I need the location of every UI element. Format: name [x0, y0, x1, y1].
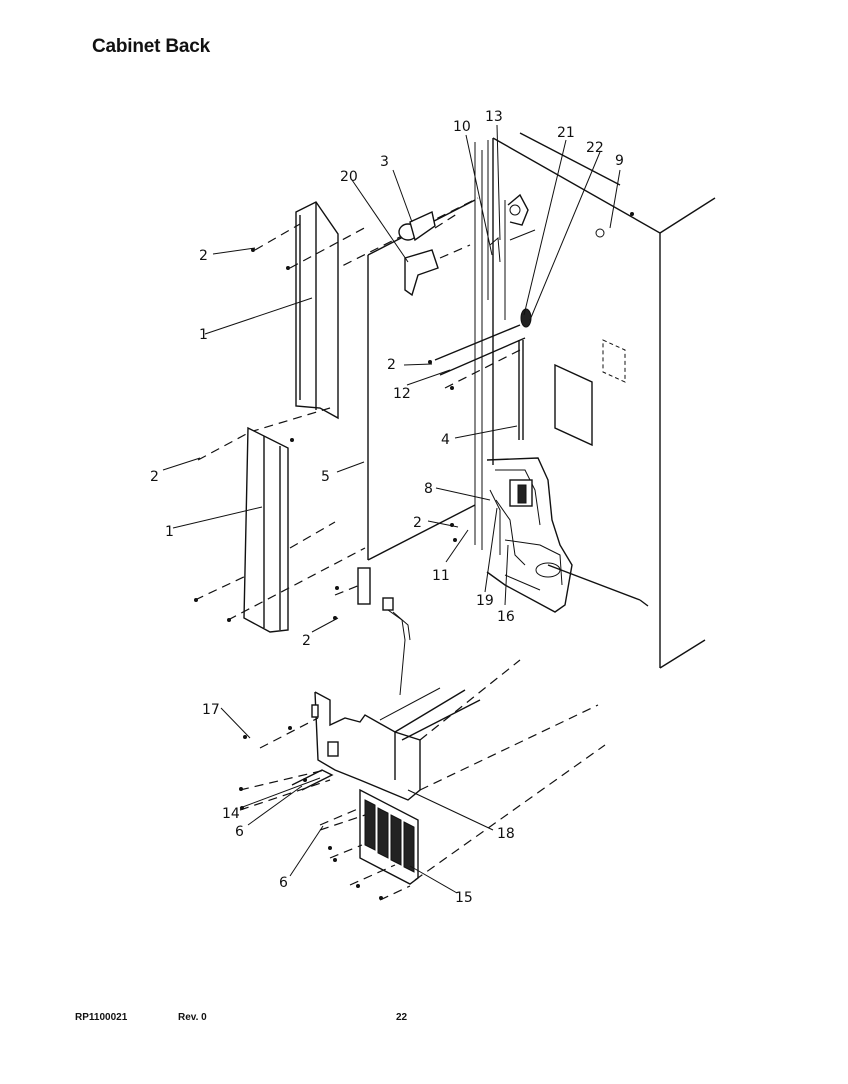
callout-17: 17 — [202, 702, 220, 718]
page-number: 22 — [396, 1012, 408, 1023]
callout-21: 21 — [557, 125, 575, 141]
callout-2-left: 2 — [150, 469, 159, 485]
cabinet-body — [474, 132, 716, 669]
callout-5: 5 — [321, 469, 330, 485]
callout-18: 18 — [497, 826, 515, 842]
bracket-and-cord — [334, 567, 411, 696]
callout-labels: 1 1 2 2 2 2 2 3 4 5 6 6 8 9 10 11 12 13 … — [150, 109, 624, 906]
rear-grille-part-15 — [319, 744, 606, 901]
callout-13: 13 — [485, 109, 503, 125]
callout-10: 10 — [453, 119, 471, 135]
callout-3: 3 — [380, 154, 389, 170]
callout-2-mid: 2 — [387, 357, 396, 373]
side-strip-upper-part-1 — [197, 201, 369, 461]
plug-parts — [398, 211, 471, 297]
callout-6-upper: 6 — [235, 824, 244, 840]
compressor-compartment — [486, 457, 573, 613]
back-panel-part-5 — [329, 197, 479, 561]
callout-2-top: 2 — [199, 248, 208, 264]
callout-14: 14 — [222, 806, 240, 822]
callout-12: 12 — [393, 386, 411, 402]
rods-and-tubes — [434, 193, 536, 440]
revision: Rev. 0 — [178, 1012, 207, 1023]
callout-4: 4 — [441, 432, 450, 448]
callout-leaders — [162, 124, 621, 894]
callout-8: 8 — [424, 481, 433, 497]
callout-22: 22 — [586, 140, 604, 156]
part-number: RP1100021 — [75, 1012, 128, 1023]
callout-19: 19 — [476, 593, 494, 609]
callout-11: 11 — [432, 568, 450, 584]
callout-2-bottom: 2 — [302, 633, 311, 649]
callout-1-lower: 1 — [165, 524, 174, 540]
callout-2-right: 2 — [413, 515, 422, 531]
page-title: Cabinet Back — [92, 36, 210, 57]
callout-15: 15 — [455, 890, 473, 906]
callout-9: 9 — [615, 153, 624, 169]
callout-20: 20 — [340, 169, 358, 185]
lower-bracket-plate — [259, 659, 599, 801]
callout-16: 16 — [497, 609, 515, 625]
callout-1-upper: 1 — [199, 327, 208, 343]
callout-6-lower: 6 — [279, 875, 288, 891]
side-strip-lower-part-1 — [194, 426, 366, 633]
mounting-holes — [194, 248, 457, 622]
